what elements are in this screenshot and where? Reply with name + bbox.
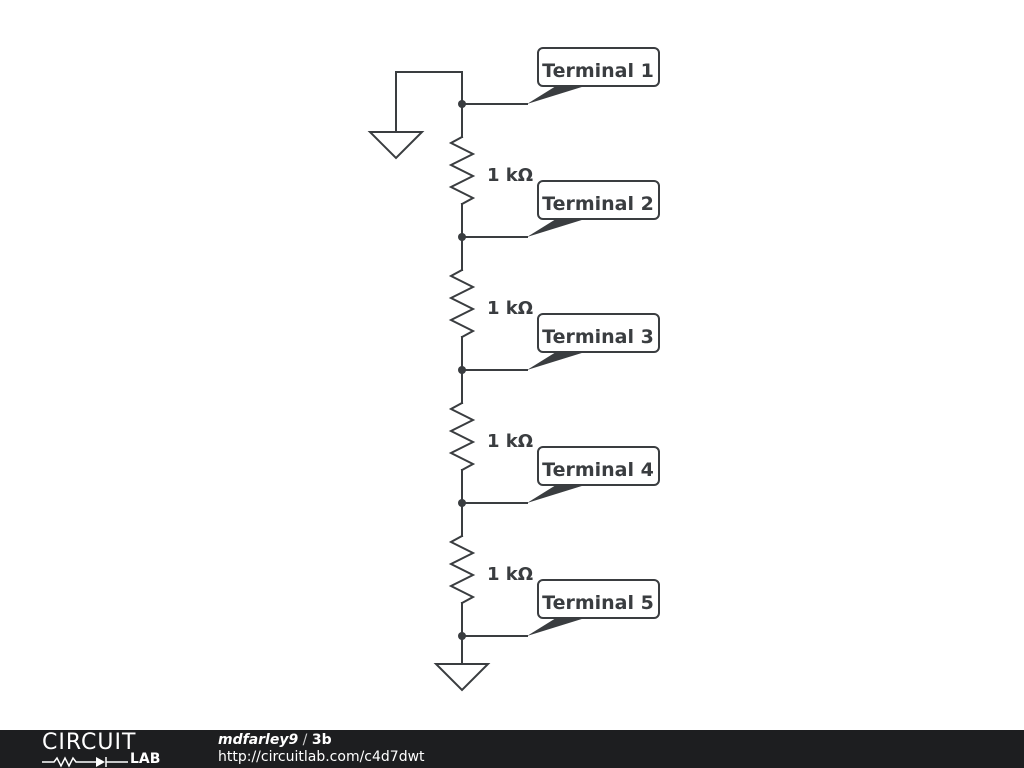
terminal-label: Terminal 4 <box>542 459 654 481</box>
junction-node <box>458 366 466 374</box>
wire-ground-top <box>395 71 463 133</box>
schematic-diagram: 1 kΩ 1 kΩ 1 kΩ 1 kΩ Terminal 1 Terminal … <box>367 47 660 692</box>
resistor-r1 <box>448 135 476 206</box>
terminal-tag-3: Terminal 3 <box>458 313 660 374</box>
junction-node <box>458 100 466 108</box>
circuit-title[interactable]: 3b <box>311 732 332 748</box>
logo-wordmark-top: CIRCUIT <box>42 730 137 755</box>
logo-wordmark-bottom: LAB <box>130 751 161 767</box>
resistor-diode-icon <box>42 756 128 768</box>
ground-symbol-top <box>367 131 425 160</box>
footer-bar: CIRCUIT LAB mdfarley9 / 3b http://circui… <box>0 730 1024 768</box>
circuitlab-logo[interactable]: CIRCUIT LAB <box>42 732 174 768</box>
terminal-label: Terminal 5 <box>542 592 654 614</box>
terminal-label: Terminal 1 <box>542 60 654 82</box>
circuit-meta: mdfarley9 / 3b http://circuitlab.com/c4d… <box>218 732 425 766</box>
junction-node <box>458 233 466 241</box>
resistor-value-label: 1 kΩ <box>487 431 533 452</box>
ground-symbol-bottom <box>433 663 491 692</box>
resistor-value-label: 1 kΩ <box>487 165 533 186</box>
junction-node <box>458 499 466 507</box>
terminal-tag-1: Terminal 1 <box>458 47 660 108</box>
terminal-tag-4: Terminal 4 <box>458 446 660 507</box>
resistor-r3 <box>448 401 476 472</box>
terminal-tag-2: Terminal 2 <box>458 180 660 241</box>
terminal-label: Terminal 3 <box>542 326 654 348</box>
resistor-r2 <box>448 268 476 339</box>
resistor-value-label: 1 kΩ <box>487 564 533 585</box>
meta-separator: / <box>302 732 308 748</box>
terminal-tag-5: Terminal 5 <box>458 579 660 640</box>
terminal-label: Terminal 2 <box>542 193 654 215</box>
resistor-r4 <box>448 534 476 605</box>
junction-node <box>458 632 466 640</box>
meta-title-line: mdfarley9 / 3b <box>218 732 425 749</box>
resistor-value-label: 1 kΩ <box>487 298 533 319</box>
author-link[interactable]: mdfarley9 <box>218 732 299 748</box>
circuit-url-link[interactable]: http://circuitlab.com/c4d7dwt <box>218 749 425 765</box>
